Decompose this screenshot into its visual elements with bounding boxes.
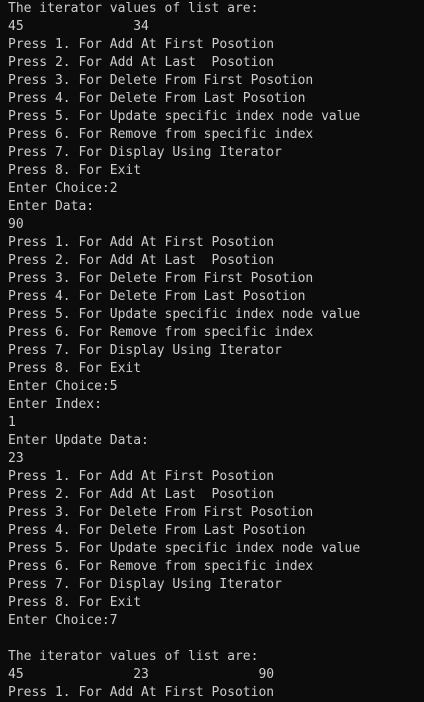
menu-option-2: Press 2. For Add At Last Posotion	[8, 253, 275, 268]
menu-option-6: Press 6. For Remove from specific index	[8, 559, 314, 574]
blank-line	[8, 630, 424, 648]
menu-option-1: Press 1. For Add At First Posotion	[8, 685, 275, 700]
menu-option-7: Press 7. For Display Using Iterator	[8, 577, 282, 592]
menu-option-7: Press 7. For Display Using Iterator	[8, 145, 282, 160]
data-prompt: Enter Data:	[8, 199, 95, 214]
menu-option-6: Press 6. For Remove from specific index	[8, 325, 314, 340]
iterator-values-row: 45 23 90	[8, 667, 275, 682]
choice-prompt: Enter Choice:2	[8, 181, 118, 196]
menu-option-3: Press 3. For Delete From First Posotion	[8, 271, 314, 286]
user-input: 23	[8, 451, 24, 466]
menu-option-5: Press 5. For Update specific index node …	[8, 541, 361, 556]
menu-option-1: Press 1. For Add At First Posotion	[8, 37, 275, 52]
menu-option-1: Press 1. For Add At First Posotion	[8, 469, 275, 484]
menu-option-5: Press 5. For Update specific index node …	[8, 109, 361, 124]
update-data-prompt: Enter Update Data:	[8, 433, 149, 448]
menu-option-4: Press 4. For Delete From Last Posotion	[8, 523, 306, 538]
menu-option-4: Press 4. For Delete From Last Posotion	[8, 91, 306, 106]
menu-option-7: Press 7. For Display Using Iterator	[8, 343, 282, 358]
menu-option-2: Press 2. For Add At Last Posotion	[8, 487, 275, 502]
menu-option-8: Press 8. For Exit	[8, 595, 142, 610]
menu-option-6: Press 6. For Remove from specific index	[8, 127, 314, 142]
menu-option-5: Press 5. For Update specific index node …	[8, 307, 361, 322]
menu-option-1: Press 1. For Add At First Posotion	[8, 235, 275, 250]
output-line: The iterator values of list are:	[8, 649, 259, 664]
choice-prompt: Enter Choice:5	[8, 379, 118, 394]
menu-option-4: Press 4. For Delete From Last Posotion	[8, 289, 306, 304]
index-prompt: Enter Index:	[8, 397, 102, 412]
menu-option-8: Press 8. For Exit	[8, 163, 142, 178]
menu-option-3: Press 3. For Delete From First Posotion	[8, 505, 314, 520]
menu-option-8: Press 8. For Exit	[8, 361, 142, 376]
user-input: 1	[8, 415, 16, 430]
iterator-values-row: 45 34	[8, 19, 149, 34]
menu-option-2: Press 2. For Add At Last Posotion	[8, 55, 275, 70]
menu-option-3: Press 3. For Delete From First Posotion	[8, 73, 314, 88]
choice-prompt: Enter Choice:7	[8, 613, 118, 628]
output-line: The iterator values of list are:	[8, 1, 259, 16]
user-input: 90	[8, 217, 24, 232]
